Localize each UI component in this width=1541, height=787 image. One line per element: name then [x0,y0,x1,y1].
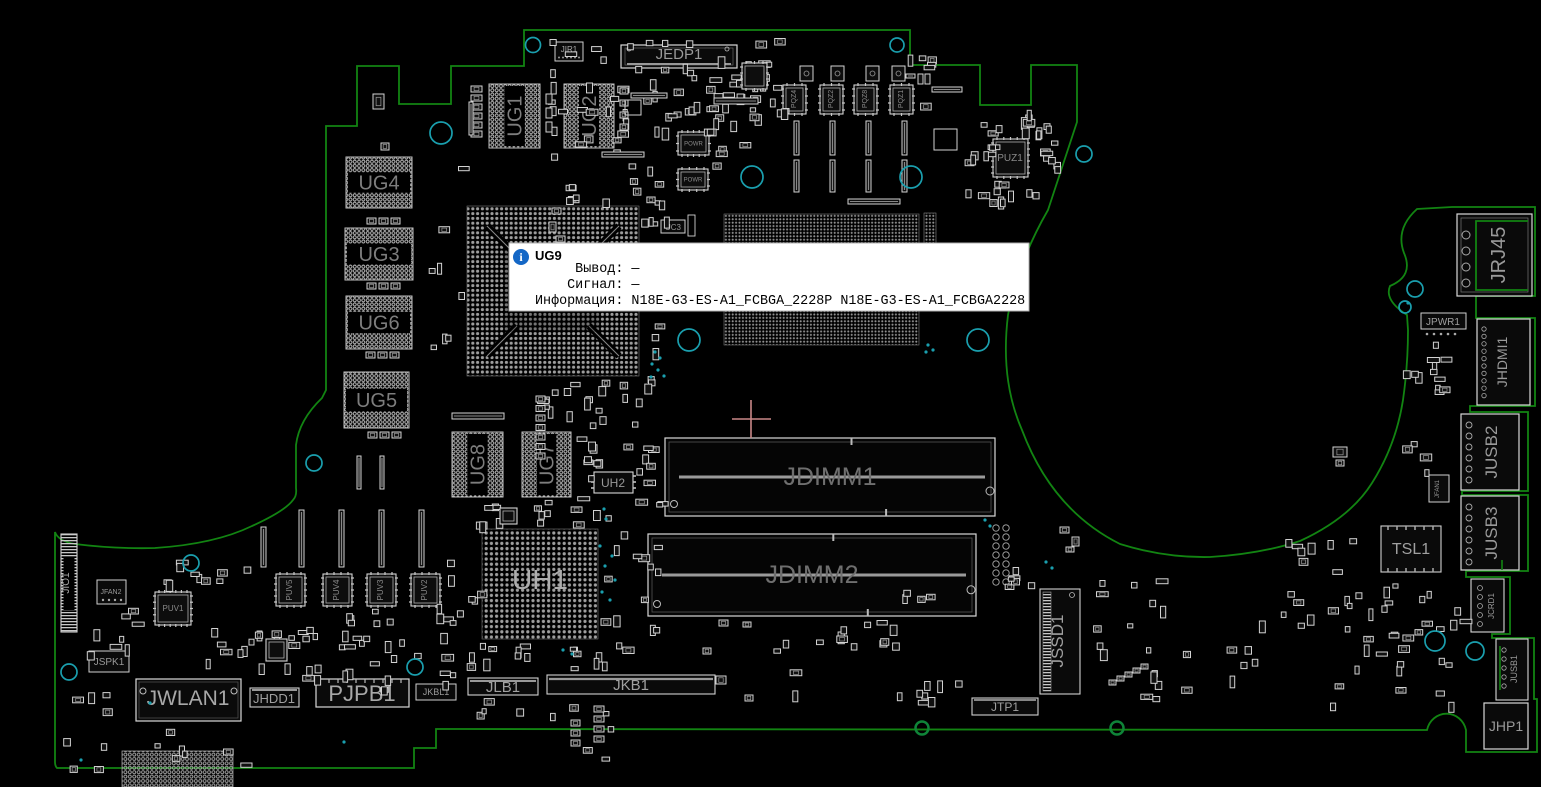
svg-text:JFAN1: JFAN1 [1435,479,1441,498]
svg-text:UG7: UG7 [537,444,559,485]
svg-text:PUV3: PUV3 [376,579,385,600]
svg-text:JHDD1: JHDD1 [253,691,295,706]
svg-text:UG9: UG9 [535,248,562,263]
svg-text:JPWR1: JPWR1 [1426,317,1460,328]
svg-text:JEDP1: JEDP1 [656,46,703,63]
svg-text:UG1: UG1 [505,95,527,136]
svg-text:UH1: UH1 [512,564,568,595]
svg-text:JSPK1: JSPK1 [94,657,125,668]
svg-text:POWR: POWR [684,178,703,184]
svg-text:PUV5: PUV5 [285,579,294,600]
svg-text:PQZ8: PQZ8 [862,90,869,108]
svg-text:JKBL1: JKBL1 [423,687,450,697]
svg-text:JTP1: JTP1 [991,700,1019,714]
svg-text:POWR: POWR [684,142,703,148]
svg-text:Информация: N18E-G3-ES-A1_FCBG: Информация: N18E-G3-ES-A1_FCBGA_2228P N1… [535,294,1025,309]
svg-text:UG6: UG6 [358,313,399,335]
svg-text:UC3: UC3 [665,223,682,232]
svg-text:JFAN2: JFAN2 [100,589,121,596]
svg-text:JIR1: JIR1 [561,45,578,54]
svg-text:JHDMI1: JHDMI1 [1494,337,1510,388]
svg-text:JDIMM2: JDIMM2 [765,561,858,589]
svg-text:JRJ45: JRJ45 [1488,227,1510,284]
svg-text:UG8: UG8 [468,444,490,485]
svg-text:UH2: UH2 [601,476,625,490]
svg-text:UG3: UG3 [358,244,399,266]
svg-text:Сигнал: —: Сигнал: — [535,278,640,293]
svg-text:PQZ2: PQZ2 [828,90,835,108]
svg-text:JCRD1: JCRD1 [1487,593,1496,619]
svg-text:JSSD1: JSSD1 [1048,615,1067,668]
svg-text:JUSB1: JUSB1 [1509,655,1519,683]
svg-text:PQZ4: PQZ4 [791,90,798,108]
svg-text:PUV4: PUV4 [332,579,341,600]
svg-text:UG5: UG5 [356,390,397,412]
svg-text:JLB1: JLB1 [486,679,520,696]
svg-text:JUSB3: JUSB3 [1482,507,1501,560]
svg-text:UG4: UG4 [358,173,399,195]
svg-text:JUSB2: JUSB2 [1482,426,1501,479]
svg-text:JWLAN1: JWLAN1 [147,687,230,710]
svg-text:JHP1: JHP1 [1489,718,1523,734]
svg-text:PUV2: PUV2 [420,579,429,600]
svg-text:PQZ1: PQZ1 [898,90,905,108]
svg-text:UG2: UG2 [579,95,601,136]
svg-text:i: i [519,250,523,264]
svg-text:PUV1: PUV1 [163,604,184,613]
svg-text:JIO1: JIO1 [61,572,72,594]
svg-text:JKB1: JKB1 [613,677,649,694]
svg-text:JDIMM1: JDIMM1 [783,463,876,491]
svg-text:PUZ1: PUZ1 [997,153,1023,164]
svg-text:Вывод: —: Вывод: — [535,262,640,277]
svg-text:TSL1: TSL1 [1392,541,1430,558]
